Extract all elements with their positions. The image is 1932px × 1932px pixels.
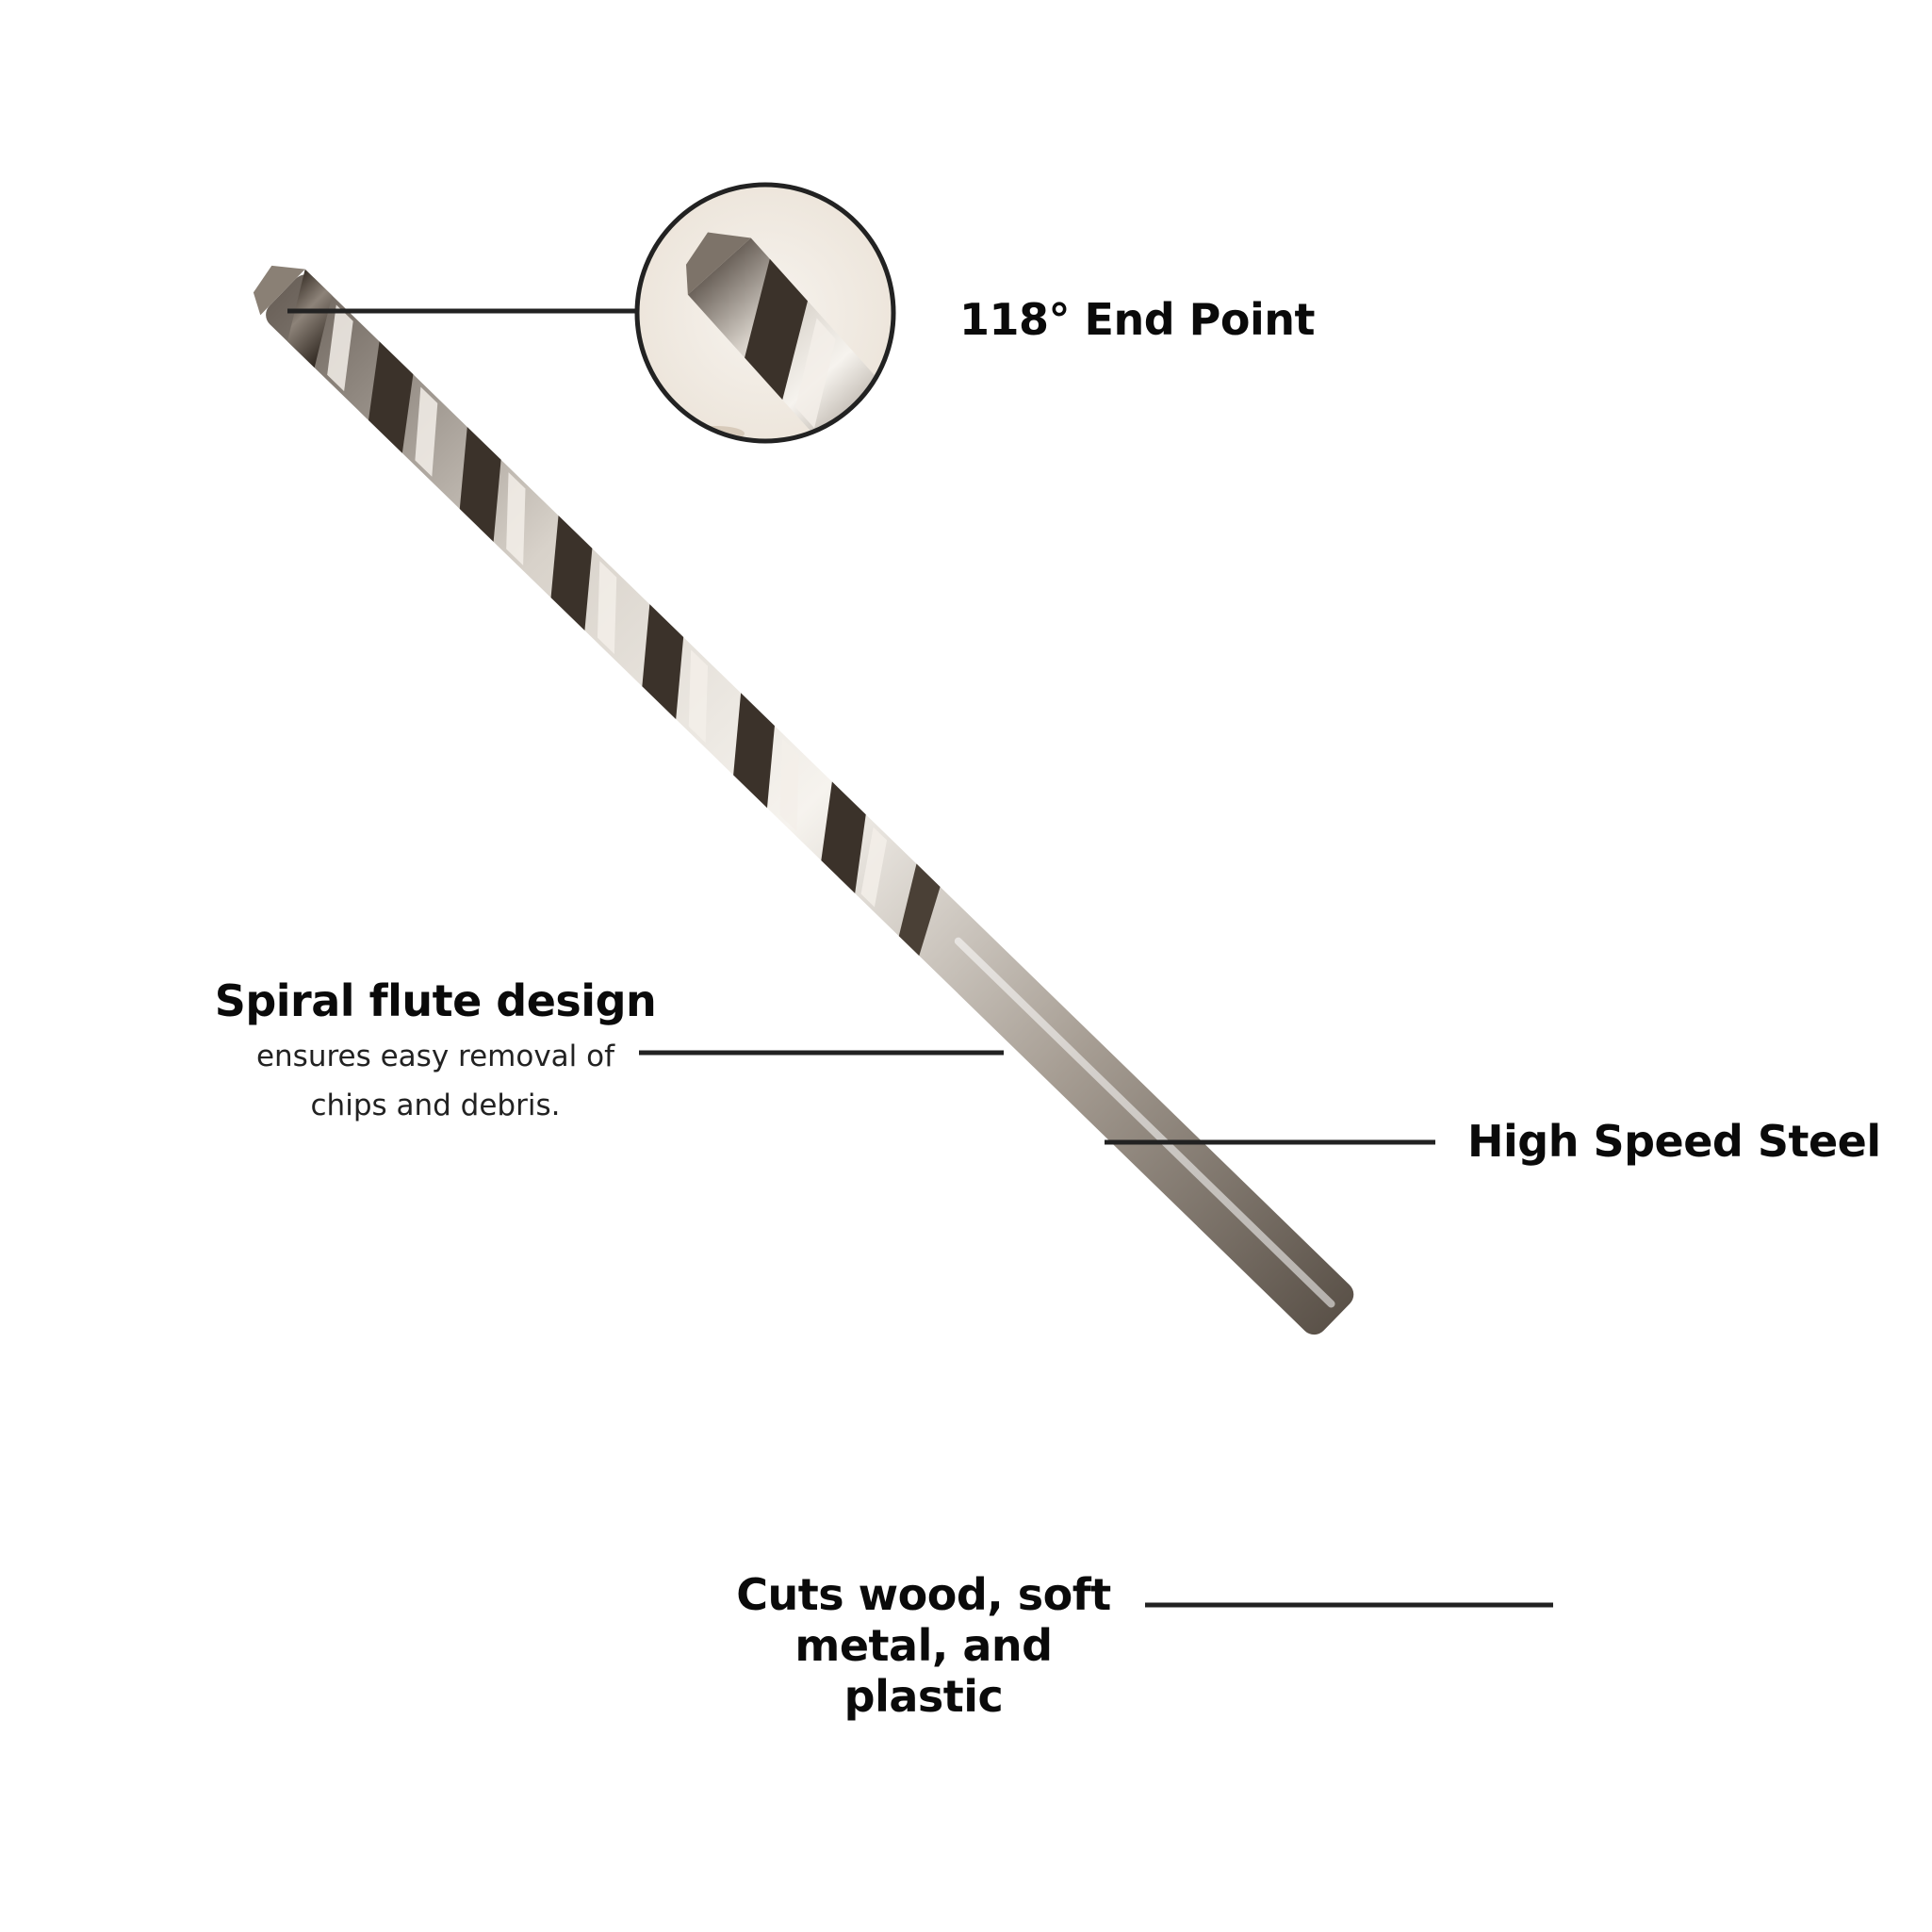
spiral-flute-line1: ensures easy removal of (255, 1040, 615, 1073)
spiral-flutes (287, 269, 941, 957)
end-point-zoom-circle (634, 182, 896, 444)
drill-tip (253, 265, 305, 316)
cuts-line1: Cuts wood, soft (736, 1569, 1111, 1620)
drill-shank (266, 274, 1354, 1335)
spiral-flute-callout: Spiral flute design ensures easy removal… (209, 975, 662, 1130)
cuts-callout: Cuts wood, soft metal, and plastic (716, 1569, 1131, 1722)
spiral-flute-line2: chips and debris. (310, 1089, 561, 1122)
end-point-label: 118° End Point (959, 294, 1315, 345)
drill-bit (253, 265, 1354, 1335)
cuts-line2: metal, and plastic (794, 1620, 1053, 1722)
high-speed-steel-label: High Speed Steel (1467, 1116, 1881, 1167)
spiral-flute-title: Spiral flute design (214, 975, 657, 1026)
